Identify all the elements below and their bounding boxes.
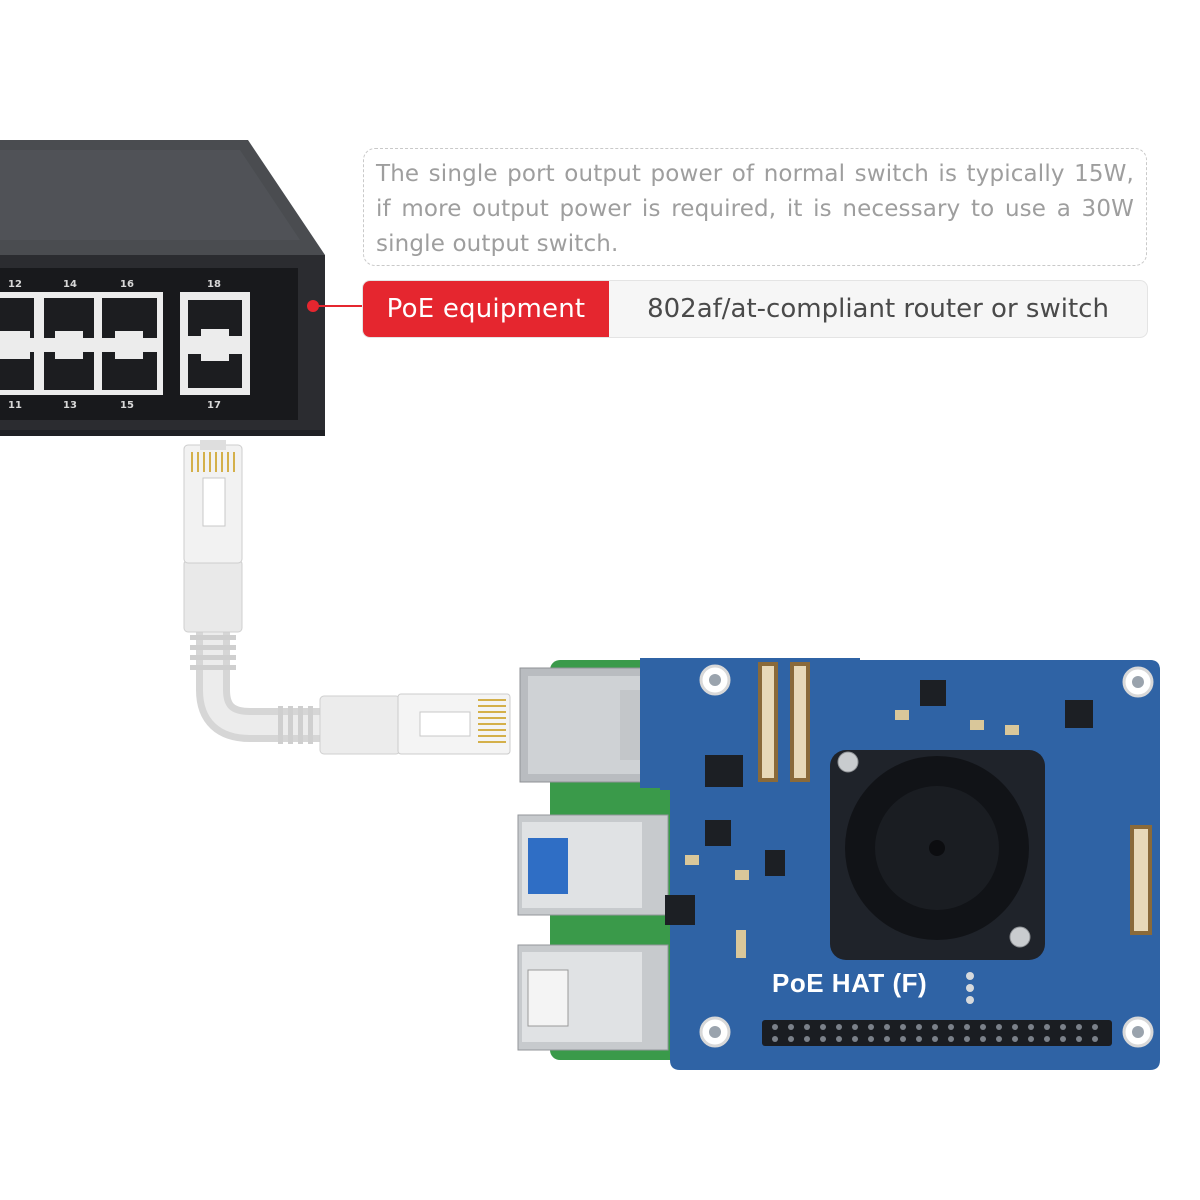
poe-equipment-value: 802af/at-compliant router or switch [647, 294, 1109, 324]
port-number: 17 [207, 400, 221, 411]
port-number: 15 [120, 400, 134, 411]
power-note-box: The single port output power of normal s… [363, 148, 1147, 266]
callout-dot [307, 300, 319, 312]
port-number: 14 [63, 279, 77, 290]
port-number: 18 [207, 279, 221, 290]
port-number: 12 [8, 279, 22, 290]
switch-illustration [0, 140, 325, 436]
power-note-text: The single port output power of normal s… [376, 161, 1134, 257]
poe-equipment-callout: PoE equipment 802af/at-compliant router … [362, 280, 1148, 338]
poe-hat-board: PoE HAT (F) [500, 640, 1180, 1080]
port-number: 13 [63, 400, 77, 411]
poe-equipment-label: PoE equipment [363, 281, 609, 337]
port-number: 16 [120, 279, 134, 290]
callout-line [316, 305, 364, 307]
board-illustration [517, 658, 1160, 1070]
port-number: 11 [8, 400, 22, 411]
network-switch: 12 14 16 18 11 13 15 17 [0, 0, 340, 450]
board-label: PoE HAT (F) [772, 968, 928, 998]
